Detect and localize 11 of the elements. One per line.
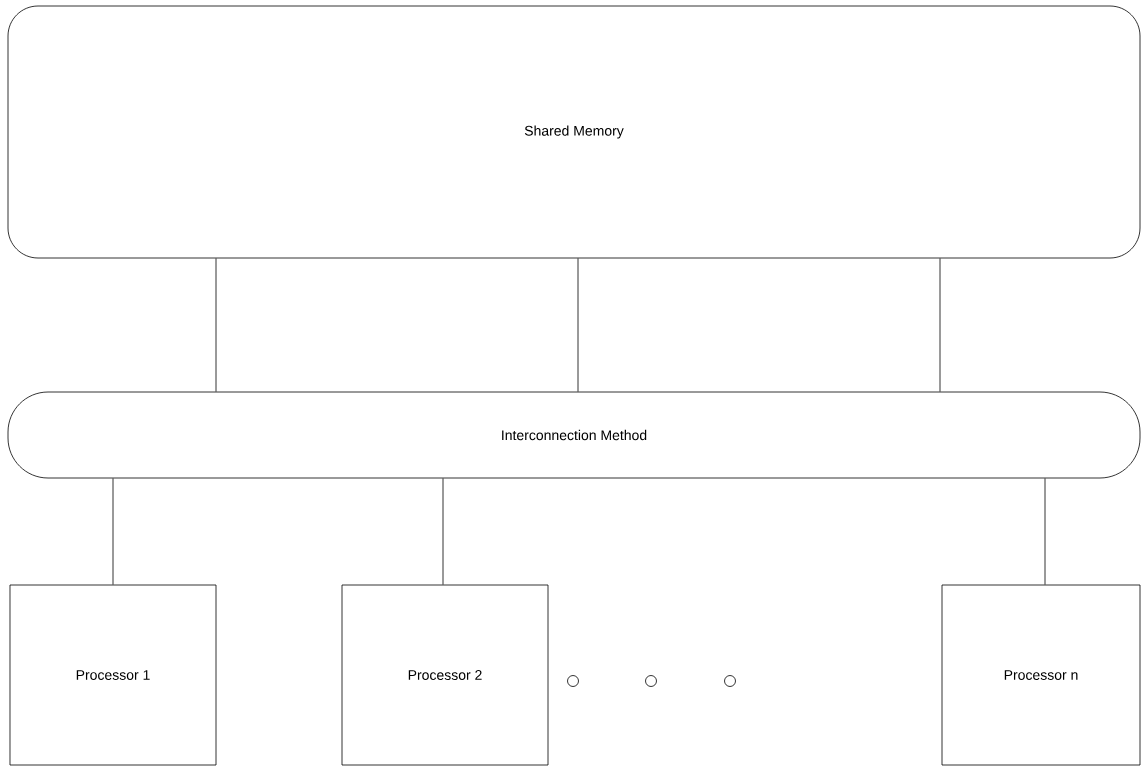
processor-box: Processor 1: [9, 584, 217, 766]
connector-line: [112, 478, 114, 585]
connector-line: [939, 258, 941, 392]
connector-line: [442, 478, 444, 585]
interconnect-bar: Interconnection Method: [7, 391, 1141, 479]
connector-line: [577, 258, 579, 392]
memory-box: Shared Memory: [7, 5, 1141, 259]
processor-box: Processor n: [941, 584, 1141, 766]
connector-line: [1044, 478, 1046, 585]
connector-line: [215, 258, 217, 392]
processor-box: Processor 2: [341, 584, 549, 766]
